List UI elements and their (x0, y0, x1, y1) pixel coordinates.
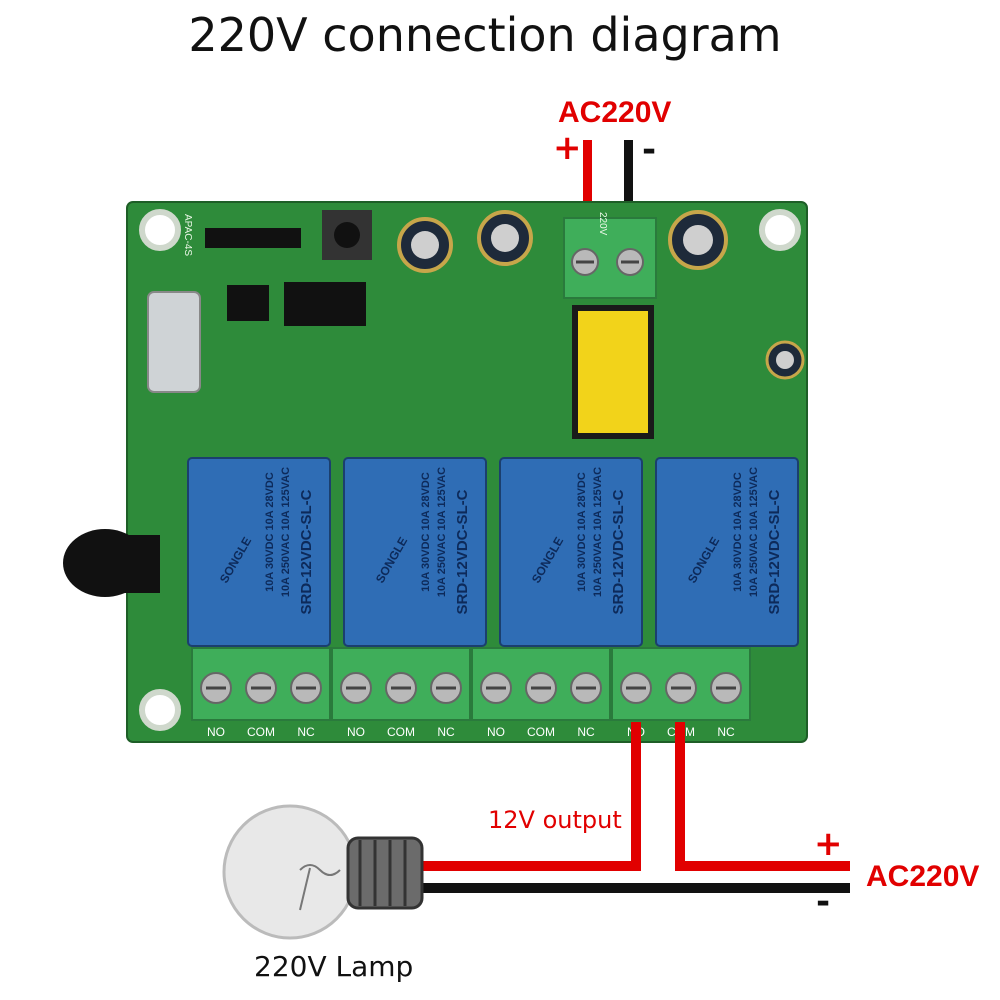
mount-hole-bottom-left (139, 689, 181, 731)
diagram-title: 220V connection diagram (188, 8, 782, 62)
transformer (572, 305, 654, 439)
relay-rating-1: 10A 250VAC 10A 125VAC (748, 467, 760, 597)
relay-rating-1: 10A 250VAC 10A 125VAC (436, 467, 448, 597)
output-red-wire-com (675, 722, 850, 871)
output-red-wire-no (420, 722, 641, 871)
board-model-label: APAC-4S (182, 214, 193, 256)
relay-model: SRD-12VDC-SL-C (610, 489, 627, 614)
relay-rating-2: 10A 30VDC 10A 28VDC (264, 472, 276, 592)
relay-model: SRD-12VDC-SL-C (766, 489, 783, 614)
relay-model: SRD-12VDC-SL-C (454, 489, 471, 614)
mount-hole-top-right (759, 209, 801, 251)
power-output-plus: + (814, 824, 843, 864)
terminal-label: NC (437, 725, 455, 739)
terminal-label: NC (297, 725, 315, 739)
power-input-plus: + (553, 128, 582, 168)
relay-group: SRD-12VDC-SL-C 10A 250VAC 10A 125VAC 10A 3… (187, 457, 799, 647)
terminal-label: COM (527, 725, 555, 739)
power-terminal-label: 220V (597, 212, 608, 236)
relay-rating-2: 10A 30VDC 10A 28VDC (732, 472, 744, 592)
terminal-label: NO (487, 725, 505, 739)
power-output-label: AC220V (866, 860, 980, 893)
terminal-label: COM (387, 725, 415, 739)
ic-chip-2 (284, 282, 366, 326)
input-red-wire (583, 140, 592, 220)
relay-rating-2: 10A 30VDC 10A 28VDC (420, 472, 432, 592)
relay-1: SRD-12VDC-SL-C 10A 250VAC 10A 125VAC 10A 3… (187, 457, 331, 647)
power-terminal-block: 220V (563, 212, 657, 299)
terminal-block-2: NO COM NC (331, 647, 471, 739)
lamp-icon (222, 804, 424, 940)
terminal-label: NC (577, 725, 595, 739)
power-input-minus: - (642, 130, 657, 170)
terminal-label: NO (347, 725, 365, 739)
terminal-label: NC (717, 725, 735, 739)
relay-rating-1: 10A 250VAC 10A 125VAC (592, 467, 604, 597)
crystal-oscillator (147, 291, 201, 393)
lamp-label: 220V Lamp (254, 950, 414, 983)
input-black-wire (624, 140, 633, 220)
mount-hole-top-left (139, 209, 181, 251)
jumper-header (205, 228, 301, 248)
output-label: 12V output (488, 806, 622, 834)
terminal-label: COM (247, 725, 275, 739)
terminal-block-3: NO COM NC (471, 647, 611, 739)
relay-rating-2: 10A 30VDC 10A 28VDC (576, 472, 588, 592)
relay-rating-1: 10A 250VAC 10A 125VAC (280, 467, 292, 597)
relay-2: SRD-12VDC-SL-C 10A 250VAC 10A 125VAC 10A 3… (343, 457, 487, 647)
relay-3: SRD-12VDC-SL-C 10A 250VAC 10A 125VAC 10A 3… (499, 457, 643, 647)
terminal-block-1: NO COM NC (191, 647, 331, 739)
relay-model: SRD-12VDC-SL-C (298, 489, 315, 614)
ic-chip-1 (227, 285, 269, 321)
power-input-label: AC220V (558, 96, 672, 129)
relay-4: SRD-12VDC-SL-C 10A 250VAC 10A 125VAC 10A 3… (655, 457, 799, 647)
terminal-label: NO (207, 725, 225, 739)
